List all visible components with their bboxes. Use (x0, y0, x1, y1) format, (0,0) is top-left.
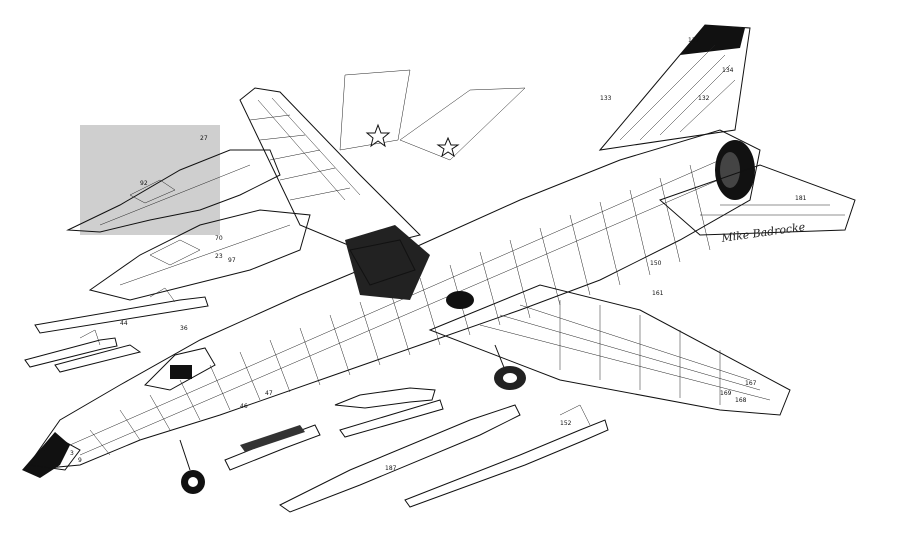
nose-radome (22, 432, 70, 478)
ghost-tail-fins (339, 69, 526, 161)
callout: 9 (78, 457, 82, 464)
callout: 70 (215, 235, 223, 242)
callout: 46 (240, 403, 248, 410)
missile-left-1 (34, 287, 209, 334)
callout: 152 (560, 420, 572, 427)
missile-right-1 (404, 404, 609, 508)
callout: 134 (722, 67, 734, 74)
callout: 133 (600, 95, 612, 102)
intake-section (345, 225, 474, 309)
callout: 181 (795, 195, 807, 202)
callout: 169 (720, 390, 732, 397)
ventral-tank (279, 404, 521, 513)
callout: 27 (200, 135, 208, 142)
callout: 44 (120, 320, 128, 327)
bomb (334, 387, 436, 409)
horizontal-stabilizer (659, 164, 856, 236)
fuselage (23, 129, 761, 471)
callout: 97 (228, 257, 236, 264)
cockpit-canopy (143, 347, 216, 391)
engine-nozzle (715, 140, 755, 200)
callout: 23 (215, 253, 223, 260)
callout-numbers: 137 133 134 132 181 161 167 168 169 97 2… (70, 37, 807, 472)
ghost-aircraft-top (66, 149, 281, 233)
callout: 150 (650, 260, 662, 267)
main-landing-gear (494, 344, 526, 390)
callout: 167 (745, 380, 757, 387)
callout: 161 (652, 290, 664, 297)
upper-wing (239, 87, 421, 251)
callout: 137 (688, 37, 700, 44)
callout: 36 (180, 325, 188, 332)
vertical-tail (598, 24, 751, 151)
grey-panel (80, 125, 220, 235)
callout: 187 (385, 465, 397, 472)
artist-signature: Mike Badrocke (720, 220, 807, 245)
callout: 3 (70, 450, 74, 457)
missile-left-2 (24, 329, 118, 368)
callout: 47 (265, 390, 273, 397)
callout: 92 (140, 180, 148, 187)
red-star-icon (436, 136, 460, 158)
red-star-icon (365, 123, 391, 148)
lower-wing (428, 284, 791, 416)
callout: 132 (698, 95, 710, 102)
missile-left-3 (54, 344, 142, 373)
rocket-pod (224, 424, 321, 471)
ghost-aircraft-middle (88, 209, 311, 301)
nose-landing-gear (179, 439, 205, 494)
callout: 168 (735, 397, 747, 404)
missile-right-2 (339, 399, 444, 438)
